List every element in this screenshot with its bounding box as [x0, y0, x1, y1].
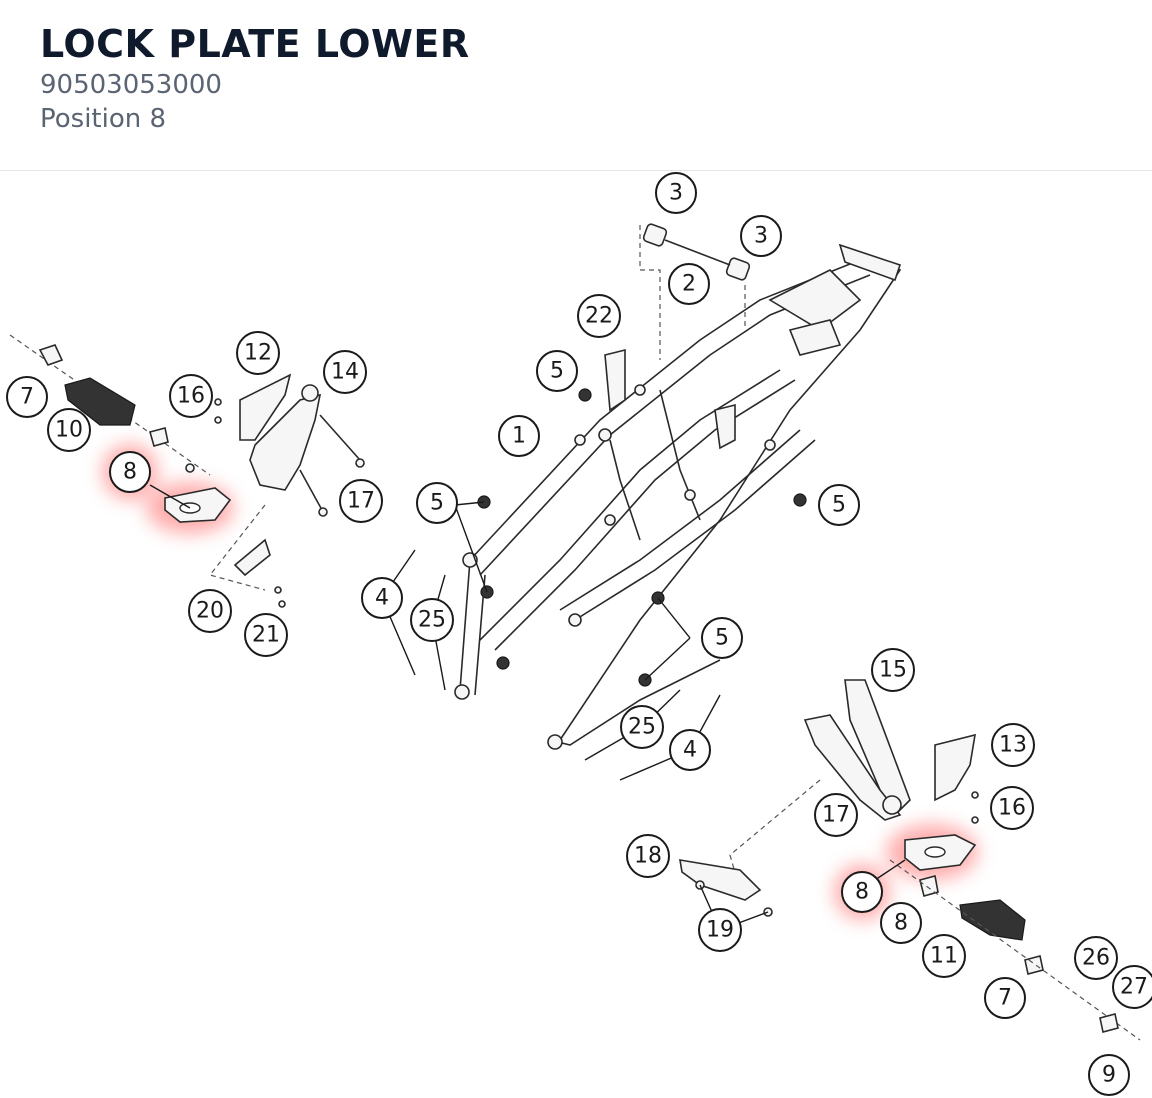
callout-label: 7: [20, 385, 34, 410]
callout-7a[interactable]: 7: [6, 376, 48, 418]
left-footpeg-assembly: [9, 334, 365, 608]
callout-26[interactable]: 26: [1074, 936, 1118, 980]
callout-4b[interactable]: 4: [669, 729, 711, 771]
callout-2[interactable]: 2: [668, 263, 710, 305]
callout-label: 17: [822, 803, 850, 828]
callout-label: 19: [706, 918, 734, 943]
callout-5a[interactable]: 5: [536, 350, 578, 392]
callout-1[interactable]: 1: [498, 415, 540, 457]
callout-7b[interactable]: 7: [984, 977, 1026, 1019]
exploded-parts-diagram: 3 3 2 22 5 1 5 5 5 4 25 25 4 12 14 16 7 …: [6, 172, 1152, 1096]
callout-label: 12: [244, 341, 272, 366]
callout-label: 16: [177, 384, 205, 409]
callout-label: 13: [999, 733, 1027, 758]
callout-label: 4: [683, 738, 697, 763]
callout-label: 11: [930, 944, 958, 969]
callout-label: 9: [1102, 1063, 1116, 1088]
callout-11[interactable]: 11: [922, 934, 966, 978]
callout-label: 3: [754, 224, 768, 249]
callout-17a[interactable]: 17: [339, 479, 383, 523]
callout-label: 8: [855, 880, 869, 905]
callout-label: 7: [998, 986, 1012, 1011]
callout-label: 5: [832, 493, 846, 518]
callout-5b[interactable]: 5: [416, 482, 458, 524]
part-number: 90503053000: [40, 70, 222, 100]
page-title: LOCK PLATE LOWER: [40, 22, 470, 66]
callout-20[interactable]: 20: [188, 589, 232, 633]
callout-label: 8: [894, 911, 908, 936]
callout-21[interactable]: 21: [244, 613, 288, 657]
callout-label: 3: [669, 181, 683, 206]
callout-4a[interactable]: 4: [361, 577, 403, 619]
callout-label: 27: [1120, 975, 1148, 1000]
callout-18[interactable]: 18: [626, 834, 670, 878]
callout-label: 5: [550, 359, 564, 384]
callout-label: 15: [879, 658, 907, 683]
callout-17b[interactable]: 17: [814, 793, 858, 837]
callout-10[interactable]: 10: [47, 408, 91, 452]
callout-25a[interactable]: 25: [410, 598, 454, 642]
callout-label: 4: [375, 586, 389, 611]
callout-label: 25: [418, 608, 446, 633]
callout-label: 22: [585, 304, 613, 329]
callout-25b[interactable]: 25: [620, 705, 664, 749]
callout-22[interactable]: 22: [577, 294, 621, 338]
header: LOCK PLATE LOWER 90503053000 Position 8: [0, 0, 1152, 171]
callout-label: 14: [331, 360, 359, 385]
frame-part: [454, 243, 902, 750]
callout-15[interactable]: 15: [871, 648, 915, 692]
upper-bushing-parts: [604, 223, 751, 450]
callout-label: 10: [55, 418, 83, 443]
callout-8b-highlighted[interactable]: 8: [841, 871, 883, 913]
callout-label: 17: [347, 489, 375, 514]
callout-8a-highlighted[interactable]: 8: [109, 451, 151, 493]
right-footpeg-assembly: [679, 679, 1141, 1041]
callout-label: 8: [123, 460, 137, 485]
callout-14[interactable]: 14: [323, 350, 367, 394]
callout-label: 16: [998, 796, 1026, 821]
callout-label: 5: [715, 626, 729, 651]
callout-5d[interactable]: 5: [701, 617, 743, 659]
callout-3b[interactable]: 3: [740, 215, 782, 257]
callout-label: 1: [512, 424, 526, 449]
callout-13[interactable]: 13: [991, 723, 1035, 767]
callout-3a[interactable]: 3: [655, 172, 697, 214]
callout-label: 18: [634, 844, 662, 869]
callout-12[interactable]: 12: [236, 331, 280, 375]
callout-19[interactable]: 19: [698, 908, 742, 952]
callout-label: 20: [196, 599, 224, 624]
callout-9[interactable]: 9: [1088, 1054, 1130, 1096]
callout-16a[interactable]: 16: [169, 374, 213, 418]
callout-8c[interactable]: 8: [880, 902, 922, 944]
callout-label: 21: [252, 623, 280, 648]
callout-label: 26: [1082, 946, 1110, 971]
callout-label: 5: [430, 491, 444, 516]
callout-27[interactable]: 27: [1112, 965, 1152, 1009]
callout-5c[interactable]: 5: [818, 484, 860, 526]
callout-16b[interactable]: 16: [990, 786, 1034, 830]
callout-label: 25: [628, 715, 656, 740]
position-label: Position 8: [40, 104, 167, 134]
callout-label: 2: [682, 272, 696, 297]
